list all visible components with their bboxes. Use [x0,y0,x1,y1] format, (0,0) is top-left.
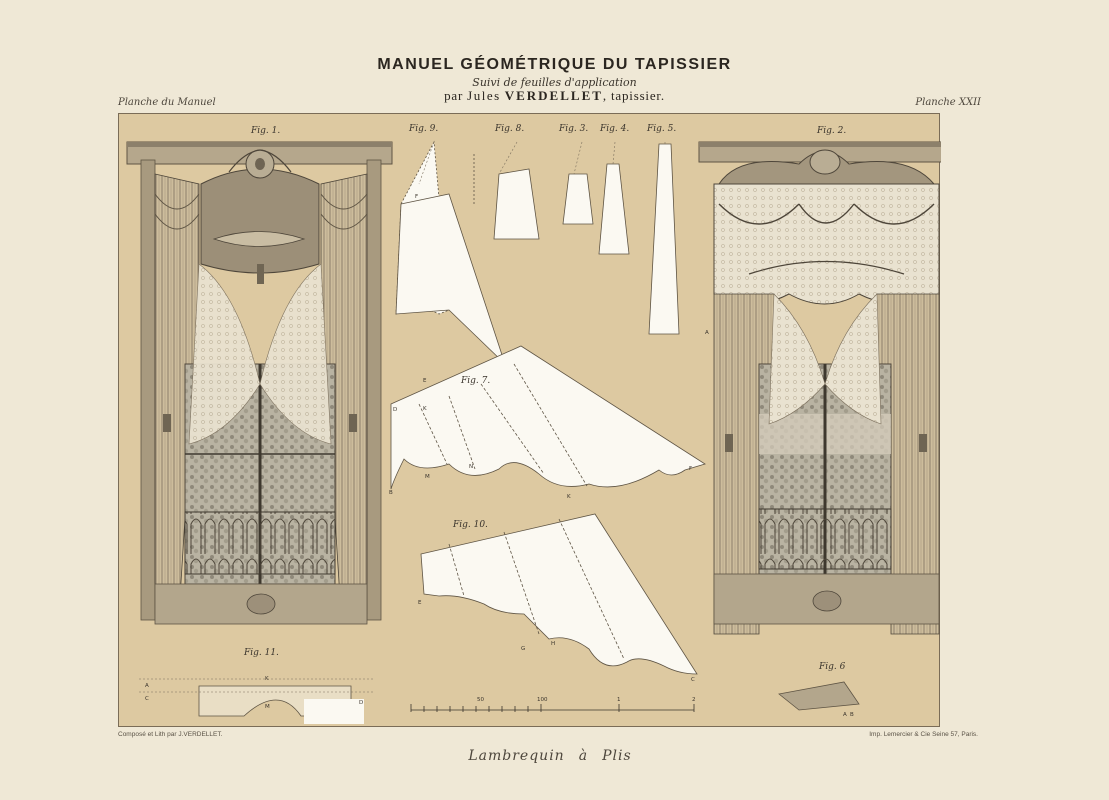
caption-word: à [578,748,589,764]
fig4-label: Fig. 4. [600,124,630,134]
fig2-window-drawing [698,141,941,635]
author-suffix: , tapissier. [602,88,665,103]
author-first-name: Jules [467,88,501,103]
author-line: par Jules VERDELLET, tapissier. [0,88,1109,104]
plate-illustration: Fig. 1. Fig. 2. Fig. 9. Fig. 8. Fig. 3. … [118,113,941,727]
scale-label: 2 [692,697,696,703]
caption-word: Lambrequin [468,748,565,764]
point-label: C [691,677,695,683]
scale-bar [410,704,695,712]
point-label: C [145,696,149,702]
fig9-label: Fig. 9. [409,124,439,134]
point-label: E [418,600,422,606]
point-label: E [423,378,427,384]
printer-credit: Imp. Lemercier & Cie Seine 57, Paris. [869,731,978,738]
point-label: F [689,466,693,472]
page-title: MANUEL GÉOMÉTRIQUE DU TAPISSIER [377,56,732,73]
fig8-label: Fig. 8. [495,124,525,134]
fig5-label: Fig. 5. [647,124,677,134]
fig10-label: Fig. 10. [453,520,488,530]
center-pattern-pieces [198,140,860,724]
fig11-label: Fig. 11. [244,648,279,658]
point-label: F [415,194,419,200]
point-label: K [423,406,427,412]
point-label: D [359,700,364,706]
author-surname: VERDELLET [504,88,603,103]
page-subtitle: Suivi de feuilles d'application [472,76,637,89]
point-label: B [389,490,393,496]
scale-label: 50 [477,697,484,703]
plate-number-label: Planche XXII [915,97,981,108]
fig2-label: Fig. 2. [817,126,847,136]
caption-word: Plis [602,748,632,764]
point-label: K [265,676,269,682]
fig1-label: Fig. 1. [251,126,281,136]
point-label: B [850,712,854,718]
plate-series-label: Planche du Manuel [118,97,216,108]
point-label: N [469,464,474,470]
point-label: A [145,683,149,689]
plate-caption: Lambrequin à Plis [460,748,640,764]
point-label: K [567,494,571,500]
point-label: H [551,641,556,647]
point-label: M [425,474,430,480]
scale-label: 100 [537,697,548,703]
author-prefix: par [444,88,464,103]
point-label: G [521,646,526,652]
scale-label: 1 [617,697,621,703]
fig7-label: Fig. 7. [461,376,491,386]
point-label: D [393,407,398,413]
lithographer-credit: Composé et Lith par J.VERDELLET. [118,731,223,738]
point-label: A [705,330,709,336]
plate-drawing [126,140,941,724]
fig3-label: Fig. 3. [559,124,589,134]
point-label: M [265,704,270,710]
fig1-window-drawing [126,141,393,625]
fig6-label: Fig. 6 [819,662,846,672]
construction-lines [139,141,666,693]
point-label: A [843,712,847,718]
